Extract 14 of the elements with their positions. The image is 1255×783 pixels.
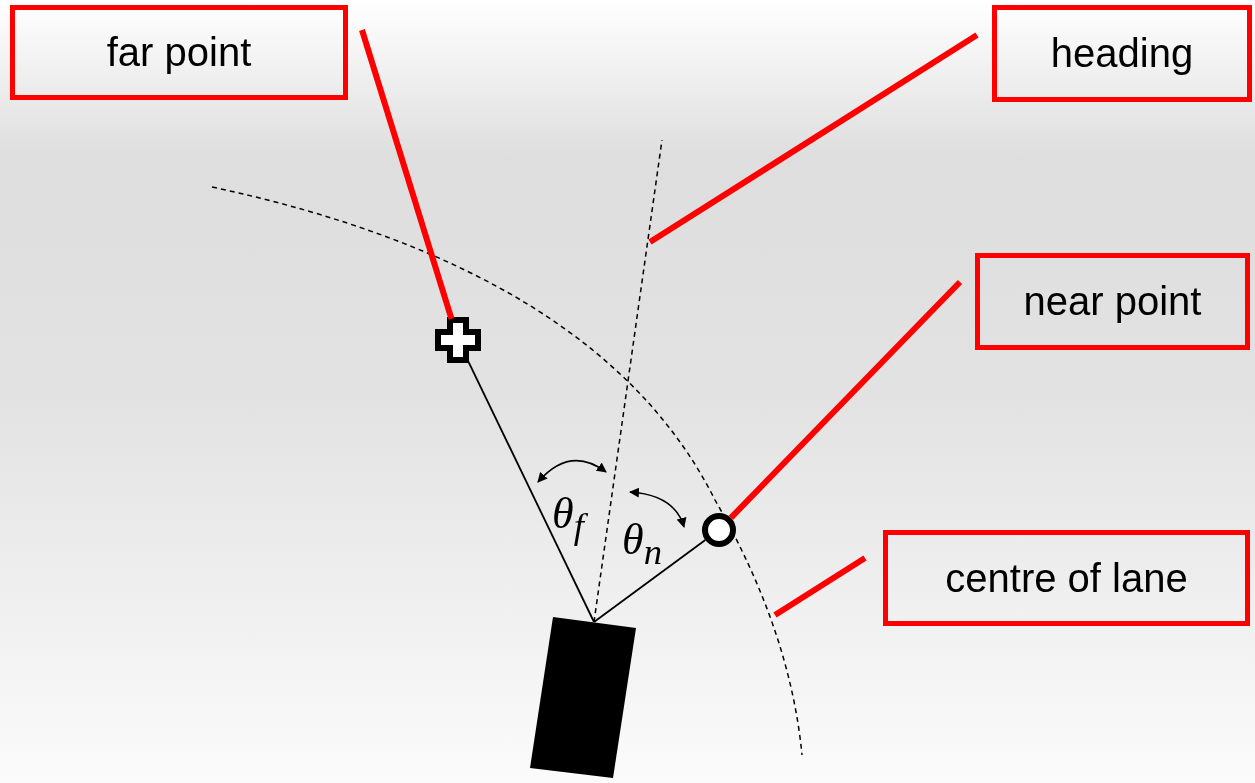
circle-marker xyxy=(702,513,736,547)
leader-line xyxy=(773,555,867,618)
label-box: far point xyxy=(10,5,348,100)
car-block xyxy=(530,617,636,778)
sight-line xyxy=(466,358,595,623)
leader-line xyxy=(728,279,963,520)
label-box: near point xyxy=(975,253,1250,350)
cross-marker xyxy=(435,317,481,363)
label-box: heading xyxy=(992,5,1252,102)
leader-line xyxy=(359,29,455,320)
leader-line xyxy=(648,32,979,245)
angle-label: θ$_{n}$ xyxy=(622,518,662,571)
sight-line xyxy=(593,539,707,623)
label-box: centre of lane xyxy=(883,530,1250,626)
